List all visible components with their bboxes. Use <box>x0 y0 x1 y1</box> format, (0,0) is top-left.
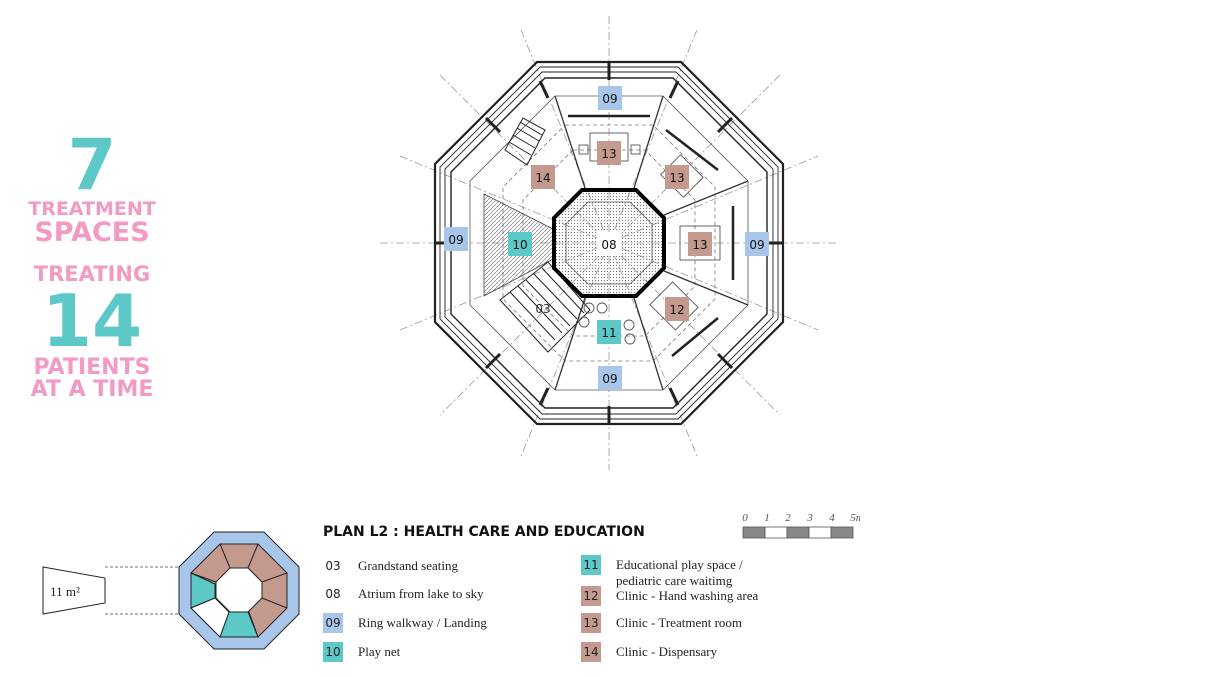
legend-num: 14 <box>581 642 601 662</box>
legend-title: PLAN L2 : HEALTH CARE AND EDUCATION <box>323 524 645 540</box>
legend-text: Clinic - Treatment room <box>616 615 743 630</box>
label-n09: 09 <box>602 92 617 106</box>
patients-label-2: AT A TIME <box>30 377 154 402</box>
scale-tick: 0 <box>742 512 748 524</box>
mini-plan: 11 m² <box>42 531 300 650</box>
legend-text: Educational play space / <box>616 557 743 572</box>
legend-num: 08 <box>325 587 341 601</box>
area-label: 11 m² <box>50 584 80 599</box>
legend-text: Clinic - Dispensary <box>616 644 718 659</box>
legend-num: 11 <box>581 555 601 575</box>
legend-text-2: pediatric care waitimg <box>616 573 733 588</box>
label-g03: 03 <box>535 302 550 316</box>
patients-count: 14 <box>41 279 143 363</box>
scale-tick: 2 <box>785 512 791 524</box>
legend-num: 03 <box>325 559 341 573</box>
legend-item-03: 03 Grandstand seating <box>323 556 458 576</box>
legend-text: Play net <box>358 644 401 659</box>
legend-item-13: 13 Clinic - Treatment room <box>581 613 742 633</box>
legend-num: 10 <box>323 642 343 662</box>
treating-label: TREATING <box>33 262 151 286</box>
legend-item-11: 11 Educational play space / <box>581 555 743 575</box>
label-e09: 09 <box>749 238 764 252</box>
partitions <box>554 95 749 391</box>
legend-num: 09 <box>323 613 343 633</box>
label-r14: 14 <box>535 171 550 185</box>
legend-text: Atrium from lake to sky <box>358 586 484 601</box>
label-r11: 11 <box>601 326 616 340</box>
patients-label-1: PATIENTS <box>33 355 151 380</box>
label-c08: 08 <box>601 238 616 252</box>
scale-bar: 0 1 2 3 4 5m <box>742 512 860 539</box>
label-w09: 09 <box>448 233 463 247</box>
legend-item-09: 09 Ring walkway / Landing <box>323 613 487 633</box>
label-r13c: 13 <box>692 238 707 252</box>
legend-text: Grandstand seating <box>358 558 459 573</box>
spaces-count: 7 <box>67 124 117 206</box>
legend-text: Ring walkway / Landing <box>358 615 487 630</box>
spaces-label-2: SPACES <box>34 217 150 248</box>
label-r13b: 13 <box>669 171 684 185</box>
legend-text: Clinic - Hand washing area <box>616 588 759 603</box>
stats-panel: 7 TREATMENT SPACES TREATING 14 PATIENTS … <box>22 130 162 401</box>
label-l10: 10 <box>512 238 527 252</box>
label-s09: 09 <box>602 372 617 386</box>
stairs <box>499 117 591 353</box>
legend-item-14: 14 Clinic - Dispensary <box>581 642 717 662</box>
scale-tick: 4 <box>829 512 835 524</box>
legend-item-11-cont: pediatric care waitimg <box>616 571 732 591</box>
label-r12: 12 <box>669 303 684 317</box>
legend-num: 12 <box>581 586 601 606</box>
counters <box>568 114 735 357</box>
label-r13a: 13 <box>601 147 616 161</box>
scale-tick: 5m <box>850 512 860 524</box>
legend-item-08: 08 Atrium from lake to sky <box>323 584 484 604</box>
legend-item-12: 12 Clinic - Hand washing area <box>581 586 758 606</box>
atrium-inner <box>565 201 653 285</box>
plan-labels: 09 09 09 09 08 10 14 13 13 13 12 11 03 <box>444 86 769 390</box>
scale-tick: 1 <box>764 512 770 524</box>
legend-num: 13 <box>581 613 601 633</box>
spaces-label-1: TREATMENT <box>28 198 156 220</box>
legend-item-10: 10 Play net <box>323 642 400 662</box>
scale-tick: 3 <box>806 512 813 524</box>
